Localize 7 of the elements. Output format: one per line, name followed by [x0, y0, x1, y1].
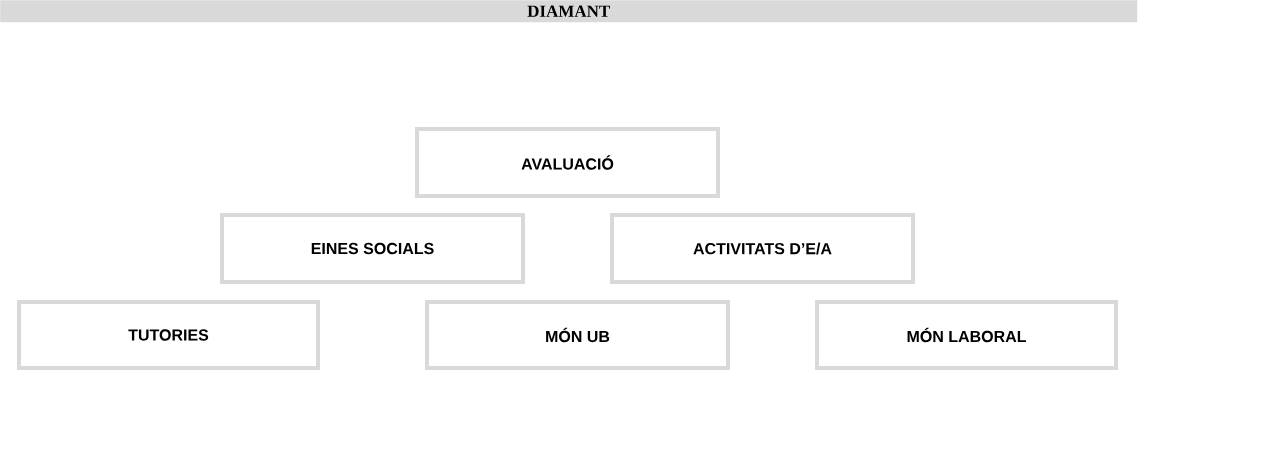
label-box: MÓN UB: [425, 300, 730, 370]
title-bar: DIAMANT: [0, 0, 1138, 23]
label-box: TUTORIES: [17, 300, 320, 370]
label-box: MÓN LABORAL: [815, 300, 1118, 370]
label-box: EINES SOCIALS: [220, 213, 525, 284]
label-box: ACTIVITATS D’E/A: [610, 213, 915, 284]
label-box: AVALUACIÓ: [415, 127, 720, 198]
